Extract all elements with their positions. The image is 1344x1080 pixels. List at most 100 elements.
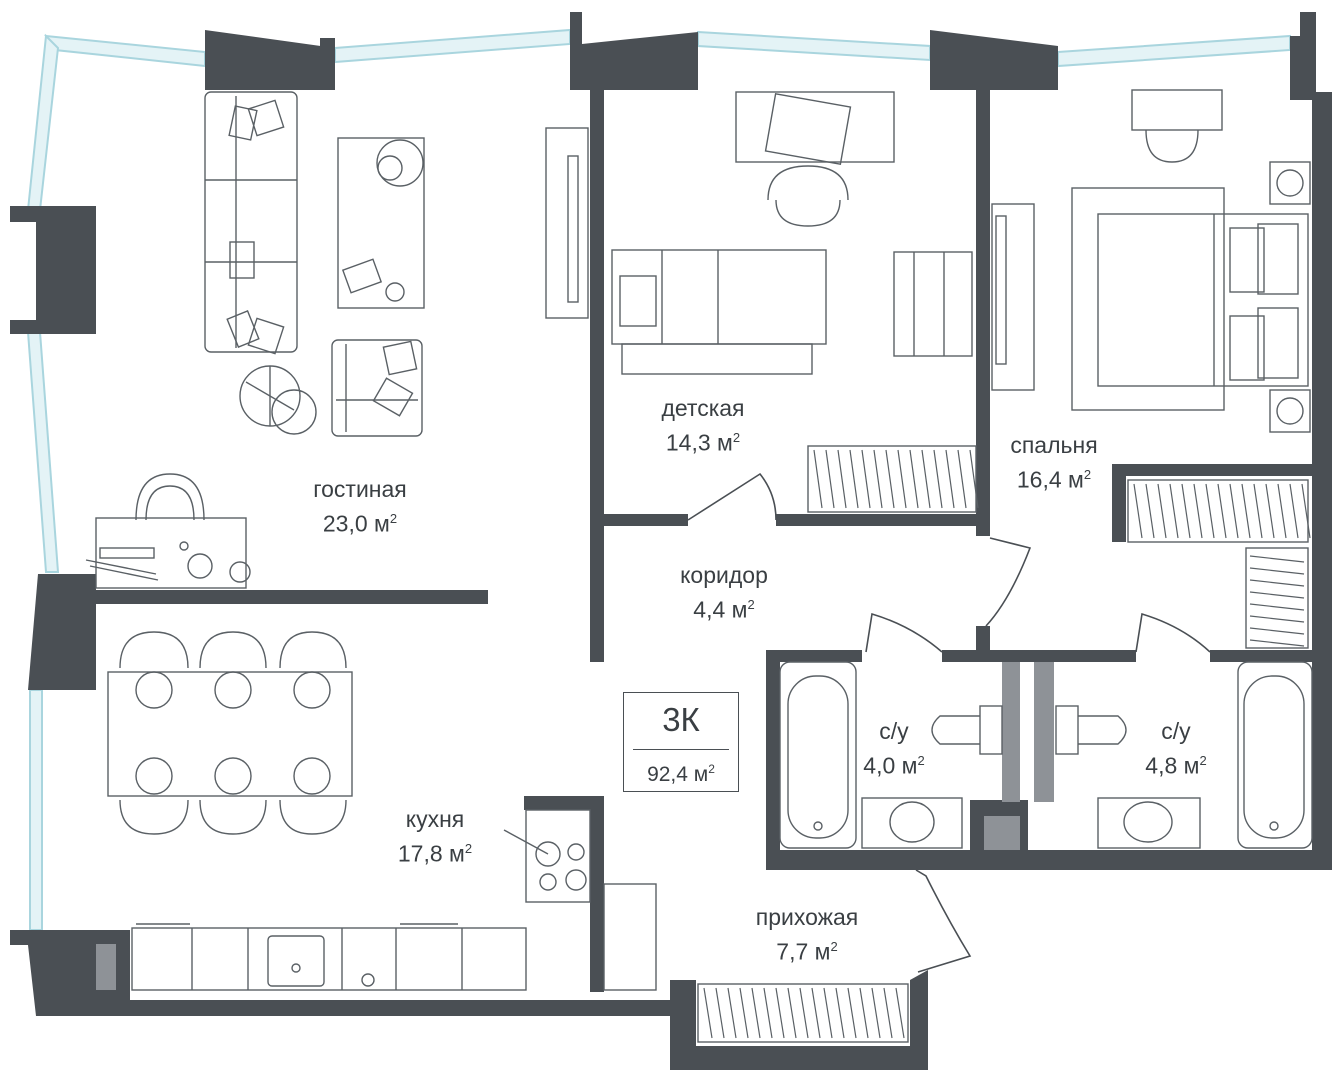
hall-closet	[697, 983, 909, 1043]
window-left-lower	[29, 689, 43, 931]
room-area: 4,4 м2	[693, 596, 755, 623]
window-top-right	[1057, 34, 1291, 68]
room-label-bedroom: спальня 16,4 м2	[984, 430, 1124, 495]
wall-bath-top-left	[766, 650, 862, 662]
doors	[687, 472, 1211, 973]
hatch-line	[1205, 483, 1215, 539]
hatch-line	[1253, 483, 1263, 539]
room-area: 17,8 м2	[397, 840, 473, 867]
door-bath1	[865, 612, 943, 653]
room-label-bath1: с/у 4,0 м2	[842, 716, 946, 781]
wall-kitchen-niche-right	[590, 796, 604, 992]
hatch-line	[837, 449, 847, 509]
hatch-line	[1249, 567, 1305, 575]
room-label-corridor: коридор 4,4 м2	[654, 560, 794, 625]
hatch-line	[1193, 483, 1203, 539]
hatch-line	[703, 987, 713, 1039]
hatch-line	[1301, 483, 1311, 539]
hatch-line	[1249, 615, 1305, 623]
window-left-mid	[26, 331, 60, 573]
dining-table	[107, 631, 353, 835]
door-bath2	[1135, 612, 1211, 653]
armchair	[331, 339, 423, 437]
vanity-desk	[1131, 89, 1223, 163]
room-name: спальня	[1010, 432, 1098, 458]
hatch-line	[1157, 483, 1167, 539]
door-bedroom	[985, 537, 1032, 627]
room-label-kitchen: кухня 17,8 м2	[370, 804, 500, 869]
tv-unit-living	[545, 127, 589, 319]
room-area: 23,0 м2	[322, 510, 398, 537]
hatch-line	[727, 987, 737, 1039]
shafts	[96, 662, 1054, 990]
stove	[503, 809, 591, 903]
hatch-line	[1145, 483, 1155, 539]
shaft-2	[1034, 662, 1054, 802]
wall-bath-bottom-step	[906, 850, 1332, 870]
apartment-summary: 3К 92,4 м2	[623, 692, 739, 792]
apartment-total-area: 92,4 м2	[647, 762, 715, 786]
room-name: коридор	[680, 562, 768, 588]
hatch-line	[1249, 603, 1305, 611]
hatch-line	[751, 987, 761, 1039]
desk-living	[85, 473, 251, 589]
hatch-line	[883, 987, 893, 1039]
window-top-mid1	[334, 28, 571, 64]
hatch-line	[763, 987, 773, 1039]
room-name: детская	[661, 395, 745, 421]
bed	[1071, 187, 1309, 411]
window-left-upper	[26, 33, 60, 211]
furniture	[85, 89, 1313, 1043]
hatch-line	[969, 449, 979, 509]
hatch-line	[885, 449, 895, 509]
wall-bottom-left	[10, 930, 670, 1016]
hatch-line	[861, 449, 871, 509]
hatch-line	[823, 987, 833, 1039]
hatch-line	[825, 449, 835, 509]
hatch-line	[715, 987, 725, 1039]
kids-bed	[611, 249, 827, 375]
kids-shelf	[893, 251, 973, 357]
hatch-line	[1265, 483, 1275, 539]
wall-column-2-post	[320, 38, 335, 50]
nightstands	[1269, 161, 1311, 433]
summary-divider	[633, 749, 729, 750]
bathtub-2	[1237, 661, 1313, 849]
wall-bedroom-closet-side	[1112, 464, 1126, 542]
wall-kids-bottom-left	[590, 514, 688, 526]
walls	[10, 12, 1332, 1070]
hatch-line	[849, 449, 859, 509]
hatch-line	[835, 987, 845, 1039]
room-name: кухня	[405, 806, 465, 832]
hatch-line	[945, 449, 955, 509]
room-area: 14,3 м2	[665, 429, 741, 456]
hatch-line	[1249, 591, 1305, 599]
wall-column-3	[570, 12, 698, 90]
hatch-line	[847, 987, 857, 1039]
wall-closet-bottom	[1210, 650, 1314, 662]
hatch-line	[921, 449, 931, 509]
room-label-kids: детская 14,3 м2	[638, 393, 768, 458]
room-name: прихожая	[755, 904, 859, 930]
room-area: 7,7 м2	[776, 938, 838, 965]
apartment-type: 3К	[662, 701, 700, 738]
hatch-line	[1249, 639, 1305, 647]
window-top-mid2	[697, 30, 931, 62]
side-table-round	[239, 365, 317, 435]
hatch-line	[1277, 483, 1287, 539]
door-kids	[687, 472, 777, 521]
sink-1	[861, 797, 963, 849]
sofa	[204, 91, 298, 355]
wall-kids-left	[590, 90, 604, 662]
kids-desk	[735, 91, 895, 227]
room-label-living: гостиная 23,0 м2	[290, 474, 430, 539]
hatch-line	[1249, 627, 1305, 635]
hatch-line	[813, 449, 823, 509]
wall-hall-closet	[670, 970, 928, 1070]
door-entrance	[915, 869, 972, 973]
room-area: 4,8 м2	[1145, 752, 1207, 779]
room-label-hall: прихожая 7,7 м2	[722, 902, 892, 967]
closet-hatching	[703, 449, 1311, 1039]
hatch-line	[1249, 555, 1305, 563]
window-top-left	[44, 34, 206, 68]
